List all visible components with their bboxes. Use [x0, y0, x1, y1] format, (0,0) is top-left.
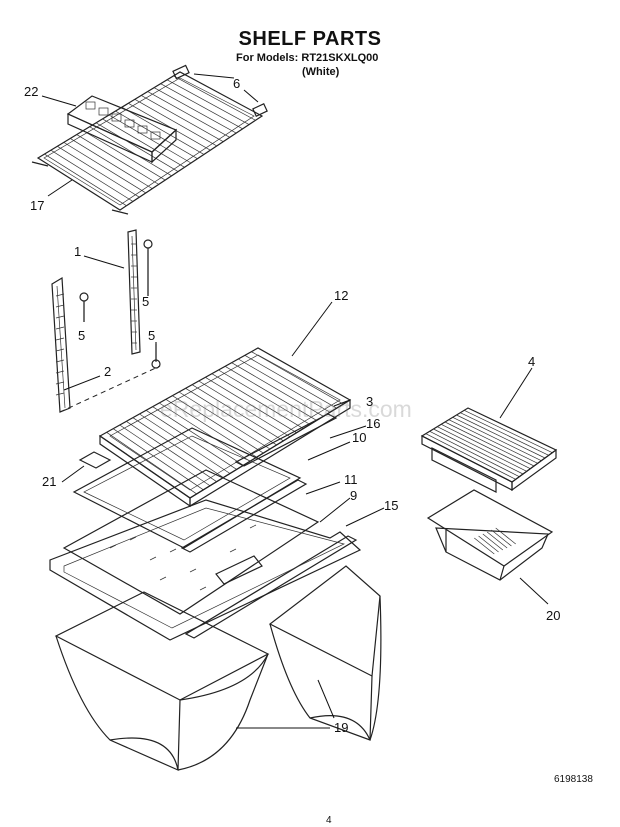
- shelf-ladder-part-1: [127, 229, 141, 355]
- page-number: 4: [326, 815, 332, 826]
- callout-21: 21: [42, 474, 56, 489]
- callout-10: 10: [352, 430, 366, 445]
- callout-leaders: [41, 73, 549, 729]
- callout-6: 6: [233, 76, 240, 91]
- page-title: SHELF PARTS: [238, 28, 382, 50]
- models-line: For Models: RT21SKXLQ00: [236, 52, 379, 64]
- door-shelf-part-4: [420, 407, 558, 493]
- deli-pan-part-20: [426, 489, 554, 581]
- crisper-cover-part-9: [62, 469, 320, 615]
- shelf-clip-part-6: [172, 64, 268, 117]
- callout-11: 11: [344, 472, 358, 487]
- ice-tray-part-22: [66, 95, 178, 164]
- glass-panel: [72, 427, 302, 549]
- crisper-frame: [49, 499, 362, 641]
- callout-5-b: 5: [78, 328, 85, 343]
- callout-15: 15: [384, 498, 398, 513]
- freezer-wire-shelf: [31, 71, 264, 215]
- document-number: 6198138: [554, 774, 593, 785]
- callout-17: 17: [30, 198, 44, 213]
- callout-5-a: 5: [142, 294, 149, 309]
- callout-1: 1: [74, 244, 81, 259]
- callout-19: 19: [334, 720, 348, 735]
- callout-labels: 22 6 17 1 5 5 5 2 12 4 3 16 10 21 11 9 1…: [24, 76, 560, 735]
- callout-20: 20: [546, 608, 560, 623]
- crisper-drawer-part-19: [54, 591, 270, 771]
- shelf-frame-part-12: [98, 347, 352, 508]
- callout-5-c: 5: [148, 328, 155, 343]
- trim-part-16: [234, 413, 338, 467]
- callout-3: 3: [366, 394, 373, 409]
- callout-12: 12: [334, 288, 348, 303]
- callout-9: 9: [350, 488, 357, 503]
- callout-4: 4: [528, 354, 535, 369]
- trim-part-11: [180, 479, 308, 553]
- color-variant: (White): [302, 66, 340, 78]
- callout-2: 2: [104, 364, 111, 379]
- crisper-drawer-right: [268, 565, 382, 741]
- watermark: eReplacementParts.com: [160, 396, 412, 422]
- callout-22: 22: [24, 84, 38, 99]
- glass-shelf-part-21: [78, 451, 112, 469]
- shelf-ladder-part-2: [51, 276, 71, 413]
- callout-16: 16: [366, 416, 380, 431]
